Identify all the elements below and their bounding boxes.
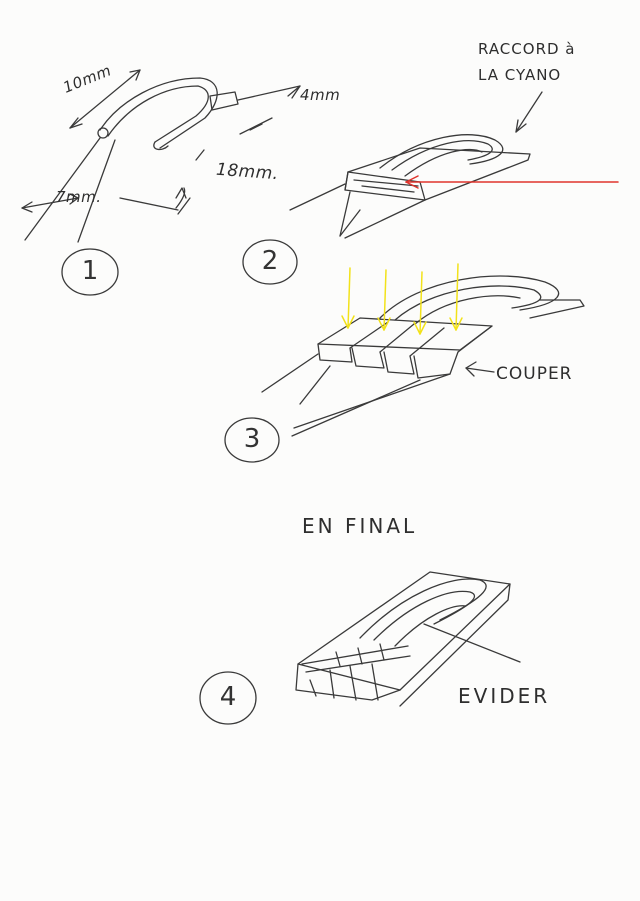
label-en-final: EN FINAL (302, 514, 418, 538)
label-7mm: 7mm. (56, 188, 102, 206)
sketch-2-block (242, 91, 543, 285)
step-number-3: 3 (243, 424, 261, 454)
step-number-2: 2 (261, 246, 279, 276)
label-raccord-line1: RACCORD à (478, 40, 576, 58)
label-raccord-line2: LA CYANO (478, 66, 562, 84)
red-arrow (405, 175, 619, 189)
label-couper: COUPER (496, 364, 573, 384)
yellow-arrows (341, 263, 463, 335)
sketch-3-cut-block (224, 275, 585, 463)
step-number-1: 1 (81, 256, 99, 286)
sketch-1-bent-wire (21, 69, 301, 296)
label-4mm: 4mm (300, 86, 341, 104)
label-18mm: 18mm. (215, 159, 280, 185)
step-number-4: 4 (219, 682, 237, 712)
label-evider: EVIDER (458, 684, 551, 708)
sketch-4-final-block (199, 571, 521, 725)
